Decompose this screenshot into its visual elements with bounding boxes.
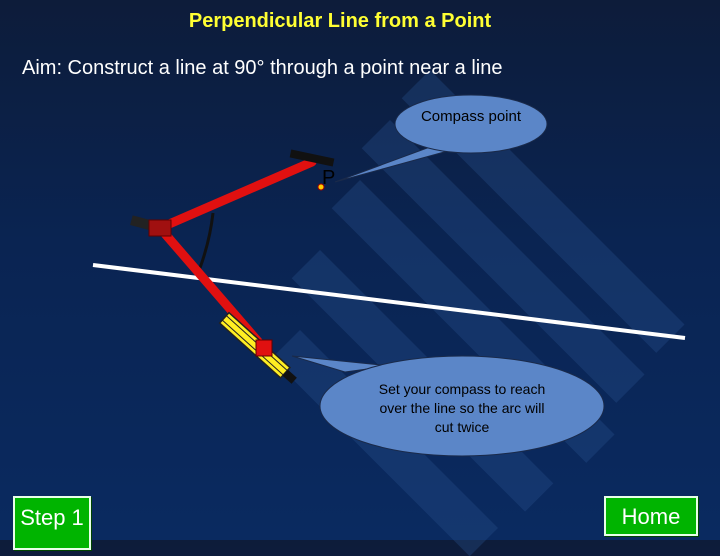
compass-arm-upper (155, 157, 317, 233)
instruction-text: Set your compass to reach over the line … (378, 381, 546, 435)
compass-handle (130, 215, 154, 231)
compass-point-callout-bubble (394, 94, 548, 154)
compass-hinge (148, 219, 172, 237)
base-line (92, 263, 686, 340)
point-p-marker (317, 183, 325, 191)
compass-needle (289, 149, 335, 167)
instruction-callout (319, 355, 605, 457)
aim-text: Aim: Construct a line at 90° through a p… (22, 57, 503, 79)
pencil-clamp (255, 339, 273, 357)
home-button[interactable]: Home (604, 496, 698, 536)
step-button[interactable]: Step 1 (13, 496, 91, 550)
compass-arc (198, 212, 215, 269)
point-p-label: P (322, 167, 336, 189)
construction-diagram (92, 94, 686, 457)
page-title: Perpendicular Line from a Point (188, 10, 492, 32)
compass-point-label: Compass point (420, 108, 522, 125)
